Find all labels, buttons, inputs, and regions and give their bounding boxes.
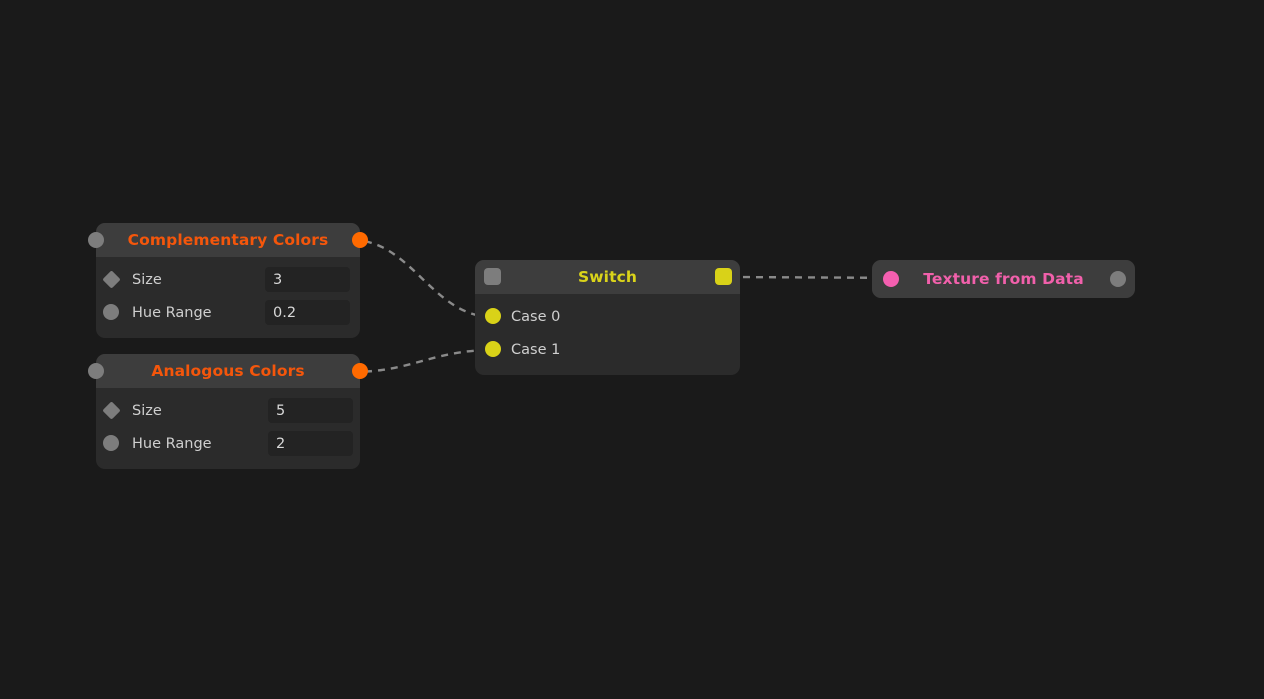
node-complementary-colors[interactable]: Complementary Colors Size 3 Hue Range 0.…	[88, 223, 368, 338]
diamond-socket-gray-size[interactable]	[102, 270, 121, 289]
circle-socket-yellow-case-1[interactable]	[485, 341, 501, 357]
circle-socket-gray-hue-range[interactable]	[103, 435, 119, 451]
node-header-switch[interactable]: Switch	[475, 260, 740, 294]
node-title: Analogous Colors	[151, 362, 305, 380]
node-switch[interactable]: Switch Case 0 Case 1	[475, 260, 740, 375]
property-label-size: Size	[132, 271, 162, 288]
square-socket-gray-input[interactable]	[484, 268, 501, 285]
property-label-hue-range: Hue Range	[132, 304, 212, 321]
property-value-hue-range[interactable]: 2	[268, 431, 353, 456]
node-texture-from-data[interactable]: Texture from Data	[872, 260, 1135, 298]
circle-socket-gray-input[interactable]	[88, 363, 104, 379]
property-value-size[interactable]: 5	[268, 398, 353, 423]
property-value-hue-range[interactable]: 0.2	[265, 300, 350, 325]
property-label-size: Size	[132, 402, 162, 419]
circle-socket-gray-hue-range[interactable]	[103, 304, 119, 320]
circle-socket-pink-input[interactable]	[883, 271, 899, 287]
edge-complementary-to-case0	[351, 238, 494, 319]
node-body-switch: Case 0 Case 1	[475, 294, 740, 375]
node-title: Texture from Data	[923, 270, 1084, 288]
circle-socket-orange-output[interactable]	[352, 232, 368, 248]
case-row-0[interactable]: Case 0	[475, 300, 740, 333]
property-row-hue-range[interactable]: Hue Range 0.2	[96, 296, 360, 329]
circle-socket-orange-output[interactable]	[352, 363, 368, 379]
case-label-1: Case 1	[511, 341, 561, 358]
node-header-texture-from-data[interactable]: Texture from Data	[872, 260, 1135, 298]
circle-socket-gray-input[interactable]	[88, 232, 104, 248]
property-label-hue-range: Hue Range	[132, 435, 212, 452]
property-row-size[interactable]: Size 5	[96, 394, 360, 427]
edge-analogous-to-case1	[351, 348, 494, 374]
circle-socket-yellow-case-0[interactable]	[485, 308, 501, 324]
property-value-size[interactable]: 3	[265, 267, 350, 292]
property-row-hue-range[interactable]: Hue Range 2	[96, 427, 360, 460]
node-title: Switch	[577, 268, 638, 286]
node-analogous-colors[interactable]: Analogous Colors Size 5 Hue Range 2	[88, 354, 368, 469]
node-body-complementary-colors: Size 3 Hue Range 0.2	[96, 257, 360, 338]
diamond-socket-gray-size[interactable]	[102, 401, 121, 420]
node-header-analogous-colors[interactable]: Analogous Colors	[88, 354, 368, 388]
case-row-1[interactable]: Case 1	[475, 333, 740, 366]
circle-socket-gray-output[interactable]	[1110, 271, 1126, 287]
node-header-complementary-colors[interactable]: Complementary Colors	[88, 223, 368, 257]
node-body-analogous-colors: Size 5 Hue Range 2	[96, 388, 360, 469]
case-label-0: Case 0	[511, 308, 561, 325]
square-socket-yellow-output[interactable]	[715, 268, 732, 285]
node-title: Complementary Colors	[127, 231, 329, 249]
property-row-size[interactable]: Size 3	[96, 263, 360, 296]
